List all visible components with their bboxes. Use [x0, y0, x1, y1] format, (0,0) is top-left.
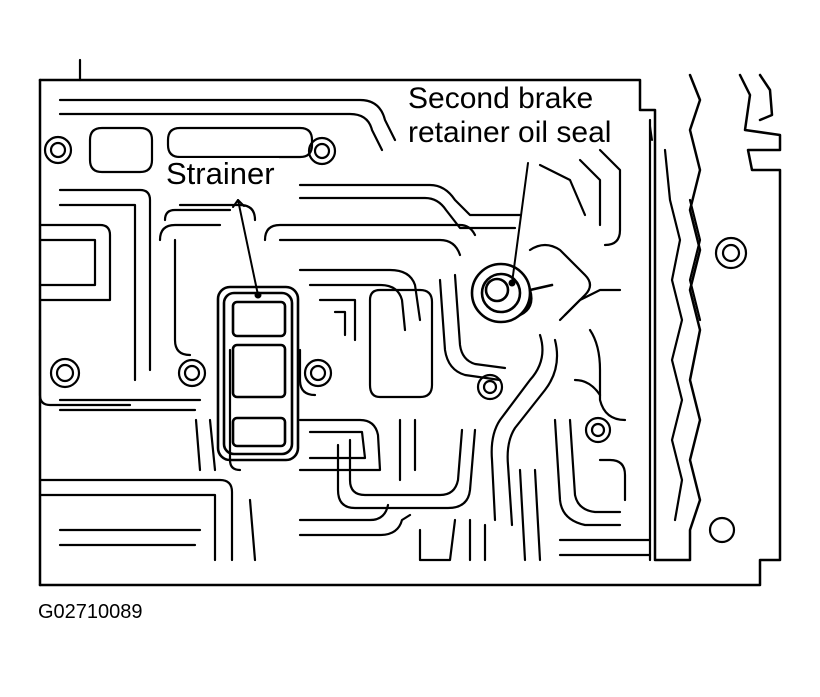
bolt-hole — [49, 357, 81, 389]
bolt-hole — [714, 236, 748, 270]
oil-seal-leader-tick — [649, 125, 653, 141]
strainer-label: Strainer — [162, 158, 279, 189]
bolt-hole — [307, 136, 337, 166]
strainer-leader — [237, 199, 259, 296]
oil-seal-leader — [511, 162, 529, 284]
bolt-hole — [584, 416, 612, 444]
bolt-holes — [43, 135, 748, 544]
second-brake-label-line1: Second brake — [404, 84, 598, 114]
bolt-hole — [303, 358, 333, 388]
bolt-hole — [708, 516, 736, 544]
leader-lines — [232, 125, 653, 299]
strainer-leader-head — [232, 199, 245, 208]
bolt-hole — [476, 373, 504, 401]
figure-code: G02710089 — [38, 601, 143, 623]
bolt-hole — [177, 358, 207, 388]
bolt-hole — [43, 135, 73, 165]
oil-seal — [470, 262, 554, 324]
second-brake-label-line2: retainer oil seal — [404, 118, 616, 148]
oil-passages — [38, 58, 702, 562]
